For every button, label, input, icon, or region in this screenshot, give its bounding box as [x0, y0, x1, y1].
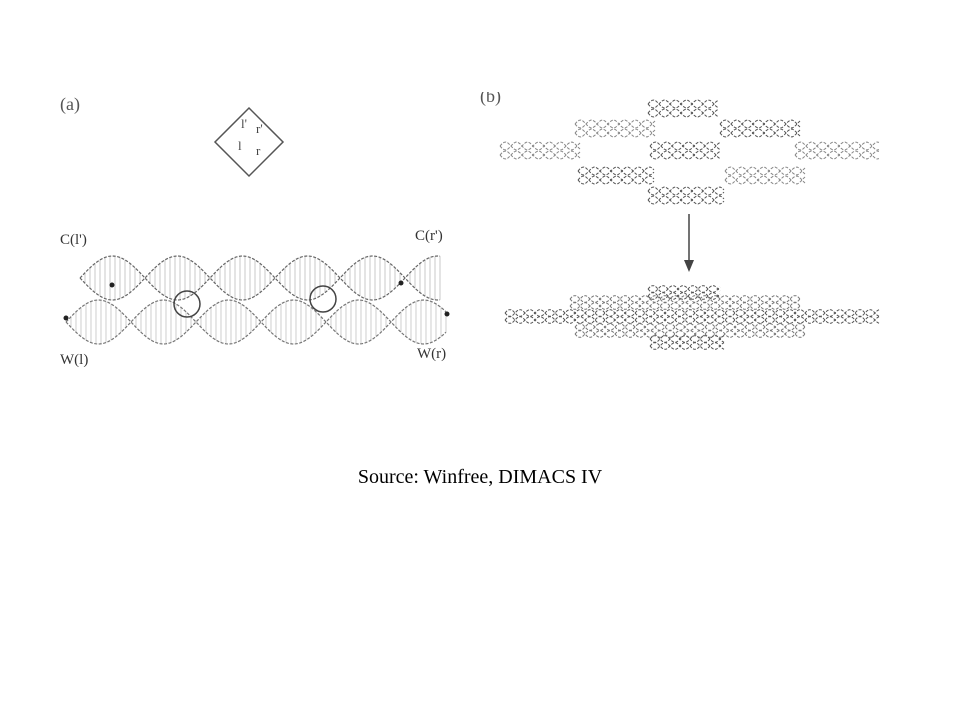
strand-label-c-r: C(r'): [415, 228, 443, 244]
strand-label-c-l: C(l'): [60, 232, 87, 248]
tile-letter-top-right: r': [256, 121, 263, 136]
panel-b-label: (b): [480, 86, 501, 106]
crossover-circles: [173, 285, 337, 318]
tile-letter-bottom-right: r: [256, 143, 261, 158]
tile-letter-top-left: l': [241, 116, 247, 131]
strand-label-w-l: W(l): [60, 352, 89, 368]
strand-label-w-r: W(r): [417, 346, 447, 362]
crossover-circle-right: [309, 285, 337, 313]
assembly-arrow: [684, 214, 694, 272]
source-caption: Source: Winfree, DIMACS IV: [357, 466, 603, 488]
assembled-lattice: [504, 285, 880, 350]
crossover-circle-left: [173, 290, 201, 318]
unassembled-tiles: [499, 99, 880, 205]
strand-end-dots: [63, 280, 450, 321]
tile-diamond: [213, 106, 285, 178]
double-crossover-molecule: [65, 255, 447, 345]
tile-letter-bottom-left: l: [238, 138, 242, 153]
panel-a-label: (a): [60, 94, 80, 114]
